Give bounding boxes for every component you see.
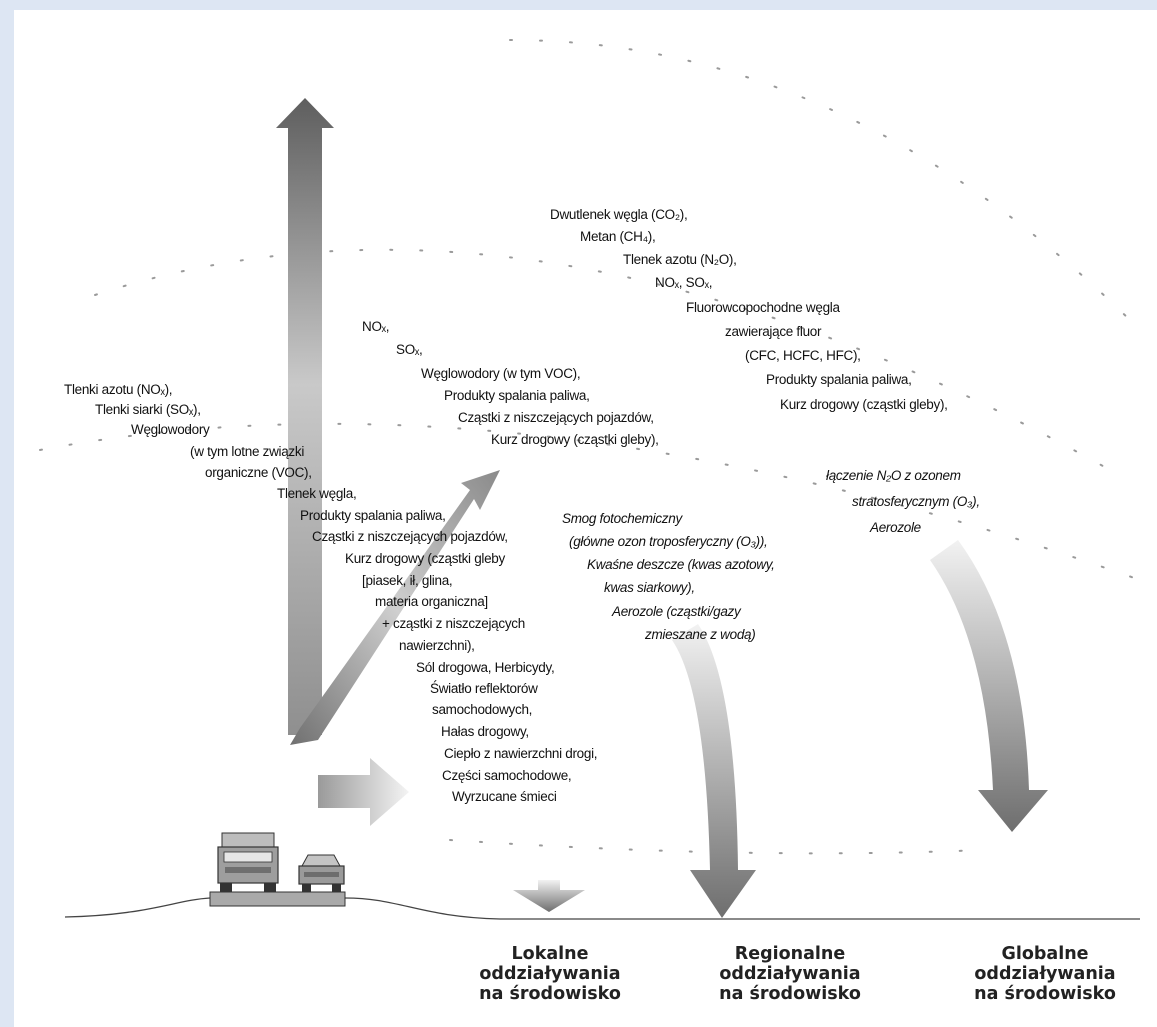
impact-global-line-3: na środowisko — [974, 984, 1116, 1004]
effect-regional-6: zmieszane z wodą) — [645, 627, 756, 642]
pollutant-left-10: [piasek, ił, glina, — [362, 573, 453, 588]
impact-local-line-1: Lokalne — [511, 944, 589, 964]
effect-regional-3: Kwaśne deszcze (kwas azotowy, — [587, 557, 775, 572]
upward-arrow — [276, 98, 334, 735]
impact-local-line-3: na środowisko — [479, 984, 621, 1004]
impact-regional-line-3: na środowisko — [719, 984, 861, 1004]
pollutant-left-7: Produkty spalania paliwa, — [300, 508, 446, 523]
pollutant-left-11: materia organiczna] — [375, 594, 488, 609]
regional-down-arrow — [672, 624, 756, 918]
pollutant-middle-1: NOₓ, — [362, 319, 390, 334]
impact-regional: Regionalne oddziaływania na środowisko — [700, 944, 880, 1004]
pollutant-middle-3: Węglowodory (w tym VOC), — [421, 366, 581, 381]
pollutant-left-4: (w tym lotne związki — [190, 444, 305, 459]
impact-local-line-2: oddziaływania — [479, 964, 621, 984]
local-down-arrow — [513, 880, 585, 912]
pollutant-middle-5: Cząstki z niszczejących pojazdów, — [458, 410, 654, 425]
pollutant-left-19: Części samochodowe, — [442, 768, 572, 783]
pollutant-top-5: Fluorowcopochodne węgla — [686, 300, 840, 315]
pollutant-left-20: Wyrzucane śmieci — [452, 789, 557, 804]
effect-regional-4: kwas siarkowy), — [604, 580, 695, 595]
pollutant-left-13: nawierzchni), — [399, 638, 475, 653]
effect-global-3: Aerozole — [870, 520, 921, 535]
pollutant-left-12: + cząstki z niszczejących — [382, 616, 525, 631]
diagonal-arrow — [290, 470, 500, 745]
pollutant-top-3: Tlenek azotu (N₂O), — [623, 252, 737, 267]
pollutant-left-3: Węglowodory — [131, 422, 210, 437]
pollutant-left-16: samochodowych, — [432, 702, 533, 717]
pollutant-left-6: Tlenek węgla, — [277, 486, 357, 501]
pollutant-left-17: Hałas drogowy, — [441, 724, 529, 739]
diagram-frame — [14, 10, 1157, 1027]
pollutant-top-6: zawierające fluor — [725, 324, 822, 339]
pollutant-left-15: Światło reflektorów — [430, 681, 538, 696]
truck-icon — [217, 832, 279, 892]
pollutant-top-2: Metan (CH₄), — [580, 229, 656, 244]
pollutant-top-1: Dwutlenek węgla (CO₂), — [550, 207, 688, 222]
pollutant-top-7: (CFC, HCFC, HFC), — [745, 348, 861, 363]
impact-regional-line-1: Regionalne — [734, 944, 846, 964]
pollutant-middle-4: Produkty spalania paliwa, — [444, 388, 590, 403]
pollutant-middle-6: Kurz drogowy (cząstki gleby), — [491, 432, 659, 447]
pollutant-left-8: Cząstki z niszczejących pojazdów, — [312, 529, 508, 544]
effect-global-1: łączenie N₂O z ozonem — [826, 468, 961, 483]
global-down-arrow — [930, 540, 1048, 832]
atmosphere-dotted-arcs — [39, 39, 1141, 855]
pollutant-left-1: Tlenki azotu (NOₓ), — [64, 382, 173, 397]
horizontal-arrow — [318, 758, 409, 826]
impact-regional-line-2: oddziaływania — [719, 964, 861, 984]
road — [209, 891, 346, 907]
impact-global-line-1: Globalne — [1001, 944, 1089, 964]
impact-local: Lokalne oddziaływania na środowisko — [460, 944, 640, 1004]
pollutant-left-5: organiczne (VOC), — [205, 465, 312, 480]
effect-regional-2: (główne ozon troposferyczny (O₃)), — [569, 534, 768, 549]
pollutant-left-9: Kurz drogowy (cząstki gleby — [345, 551, 505, 566]
pollutant-left-2: Tlenki siarki (SOₓ), — [95, 402, 201, 417]
effect-regional-5: Aerozole (cząstki/gazy — [612, 604, 741, 619]
effect-regional-1: Smog fotochemiczny — [562, 511, 682, 526]
pollutant-middle-2: SOₓ, — [396, 342, 423, 357]
pollutant-top-4: NOₓ, SOₓ, — [655, 275, 713, 290]
pollutant-top-9: Kurz drogowy (cząstki gleby), — [780, 397, 948, 412]
effect-global-2: stratosferycznym (O₃), — [852, 494, 980, 509]
impact-global-line-2: oddziaływania — [974, 964, 1116, 984]
pollutant-top-8: Produkty spalania paliwa, — [766, 372, 912, 387]
impact-global: Globalne oddziaływania na środowisko — [955, 944, 1135, 1004]
car-icon — [298, 854, 345, 892]
pollutant-left-18: Ciepło z nawierzchni drogi, — [444, 746, 598, 761]
pollutant-left-14: Sól drogowa, Herbicydy, — [416, 660, 555, 675]
